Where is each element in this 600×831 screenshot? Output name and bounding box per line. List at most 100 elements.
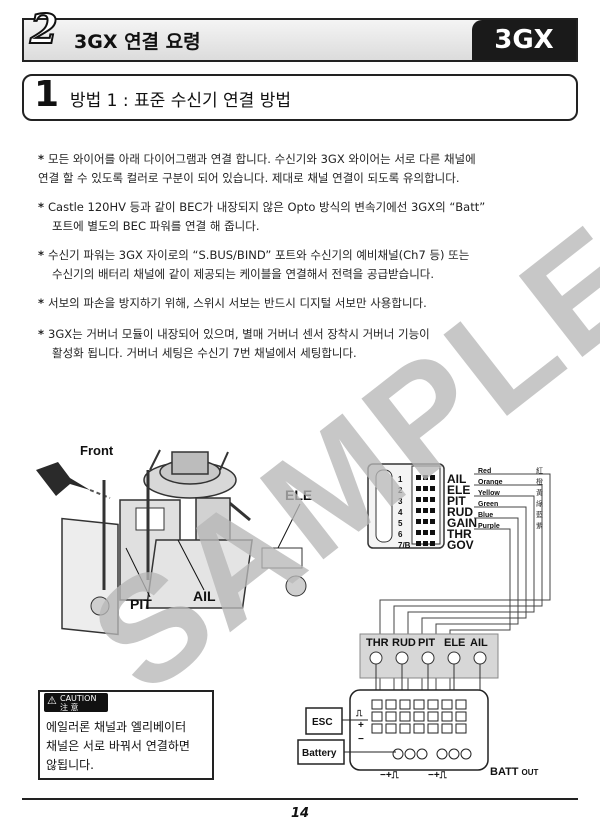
page-title: 3GX 연결 요령 [74,31,201,53]
servo-connector [369,651,383,665]
bullet-marker: * [38,200,45,214]
gyro-pin [399,723,411,734]
gyro-pin [399,699,411,710]
bullet-marker: * [38,296,45,310]
receiver-pin [416,530,421,535]
bullet-digital-servo: *서보의 파손을 방지하기 위해, 스위시 서보는 반드시 디지털 서보만 사용… [38,294,558,313]
bullet-line: 활성화 됩니다. 거버너 세팅은 수신기 7번 채널에서 세팅합니다. [52,346,357,360]
gyro-pins [371,699,472,760]
gyro-pin [413,711,425,722]
bullet-marker: * [38,152,45,166]
swashplate-illustration [36,449,307,636]
section-heading-box [22,74,578,121]
channel-function: GAIN [447,516,477,530]
receiver-pin [423,541,428,546]
bullet-wiring: *모든 와이어를 아래 다이어그램과 연결 합니다. 수신기와 3GX 와이어는… [38,150,558,188]
receiver-pin [430,497,435,502]
model-badge: 3GX [472,20,576,60]
channel-function: THR [447,527,472,541]
warning-icon: ⚠ [47,694,57,707]
channel-number: 1 [398,475,403,484]
bullet-line: Castle 120HV 등과 같이 BEC가 내장되지 않은 Opto 방식의… [48,200,486,214]
gyro-pin [413,723,425,734]
wire-color-hanja: 紫 [536,522,543,530]
ele-leader [277,503,301,549]
pulse-icon: ⎍ [356,708,363,718]
bullet-line: 모든 와이어를 아래 다이어그램과 연결 합니다. 수신기와 3GX 와이어는 … [48,152,476,166]
gyro-pin [441,723,453,734]
receiver-pin [416,541,421,546]
bullet-marker: * [38,248,45,262]
gyro-pin [385,711,397,722]
wire-color-name: Yellow [478,490,500,497]
ail-leader [177,539,205,591]
gyro-pin [399,711,411,722]
gyro-pin [441,699,453,710]
channel-function: ELE [447,483,470,497]
label-ele: ELE [285,487,312,503]
wire-color-hanja: 藍 [536,510,543,519]
caution-line: 않됩니다. [46,758,94,772]
section-number: 1 [34,74,60,115]
batt-pin [392,748,404,760]
chapter-number: 2 [29,5,59,54]
batt-polarity-icon: −+⎍ [428,770,448,781]
receiver-pin [430,486,435,491]
gyro-port-label: PIT [418,637,435,649]
receiver-pin [430,541,435,546]
gyro-pin [371,699,383,710]
gyro-port-label: AIL [470,637,488,649]
gyro-pin [427,723,439,734]
bullet-governor: *3GX는 거버너 모듈이 내장되어 있으며, 별매 거버너 센서 장착시 거버… [38,325,558,363]
receiver-pin [423,508,428,513]
gyro-pin [385,699,397,710]
receiver-pin [416,508,421,513]
label-pit: PIT [130,596,152,612]
bullet-line: 연결 할 수 있도록 컬러로 구분이 되어 있습니다. 제대로 채널 연결이 되… [38,171,460,185]
bullet-line: 서보의 파손을 방지하기 위해, 스위시 서보는 반드시 디지털 서보만 사용합… [48,296,427,310]
label-ail: AIL [193,588,216,604]
wire-color-hanja: 黃 [536,488,543,497]
servo-wire [379,473,551,700]
pit-leader [125,547,151,598]
plus-icon: + [358,720,364,731]
wire-color-name: Blue [478,512,493,519]
gyro-pin [455,723,467,734]
page-number: 14 [290,806,310,821]
channel-number: 2 [398,486,403,495]
caution-line: 에일러론 채널과 엘리베이터 [46,720,187,734]
bullet-receiver-power: *수신기 파워는 3GX 자이로의 “S.BUS/BIND” 포트와 수신기의 … [38,246,558,284]
caution-line: 채널은 서로 바꿔서 연결하면 [46,739,190,753]
section-title: 방법 1 : 표준 수신기 연결 방법 [70,91,292,111]
receiver-pin [416,497,421,502]
gyro-pin [427,711,439,722]
bullet-marker: * [38,327,45,341]
wire-color-hanja: 紅 [536,466,543,475]
caution-label-ko: 注 意 [60,703,79,712]
receiver-pin [423,497,428,502]
channel-function: RUD [447,505,473,519]
servo-connector [395,651,409,665]
receiver-pin [423,475,428,480]
wire-color-name: Purple [478,523,500,530]
gyro-pin [371,711,383,722]
receiver-pin [423,530,428,535]
bullet-line: 3GX는 거버너 모듈이 내장되어 있으며, 별매 거버너 센서 장착시 거버너… [48,327,430,341]
minus-icon: − [358,734,364,745]
wire-color-name: Red [478,468,491,475]
gyro-port-label: ELE [444,637,465,649]
wire-color-hanja: 橙 [536,477,543,486]
receiver-pin [416,475,421,480]
bullet-bec: *Castle 120HV 등과 같이 BEC가 내장되지 않은 Opto 방식… [38,198,558,236]
receiver-pin [430,519,435,524]
gyro-pin [427,699,439,710]
receiver-pin [423,486,428,491]
wire-color-hanja: 綠 [536,499,543,508]
batt-pin [404,748,416,760]
gyro-pin [441,711,453,722]
channel-number: 4 [398,508,403,517]
batt-pin [416,748,428,760]
batt-pin [436,748,448,760]
